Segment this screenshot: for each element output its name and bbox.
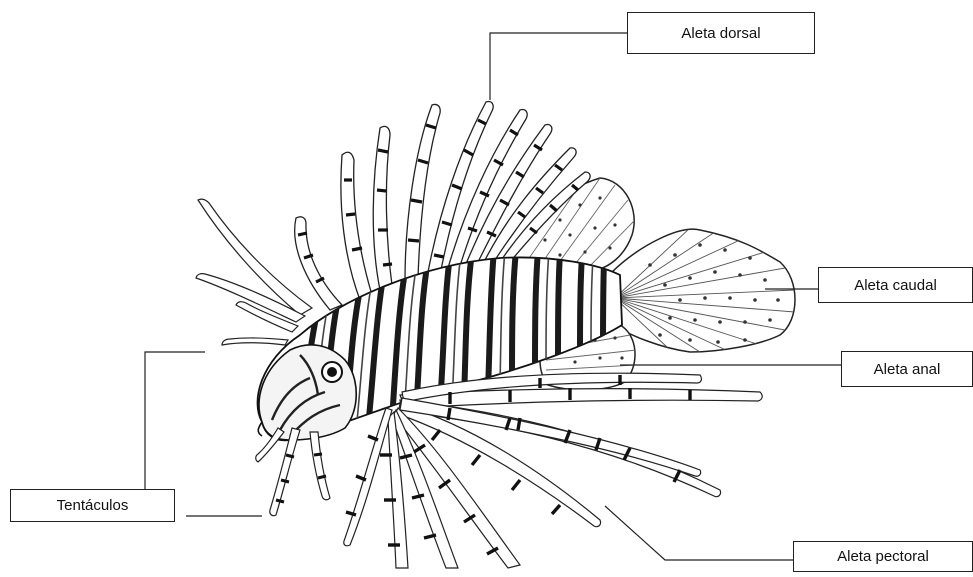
- caudal-fin: [612, 228, 795, 352]
- head-spines: [196, 199, 312, 345]
- leader-line-pectoral: [605, 506, 793, 560]
- label-tentacles: Tentáculos: [10, 489, 175, 522]
- leader-line-tentacles-upper: [145, 352, 205, 489]
- label-dorsal-fin: Aleta dorsal: [627, 12, 815, 54]
- label-caudal-fin: Aleta caudal: [818, 267, 973, 303]
- chin-tentacles: [256, 428, 330, 516]
- label-pectoral-fin: Aleta pectoral: [793, 541, 973, 572]
- label-anal-fin: Aleta anal: [841, 351, 973, 387]
- leader-line-dorsal: [490, 33, 627, 100]
- pectoral-fin-rays: [344, 373, 762, 568]
